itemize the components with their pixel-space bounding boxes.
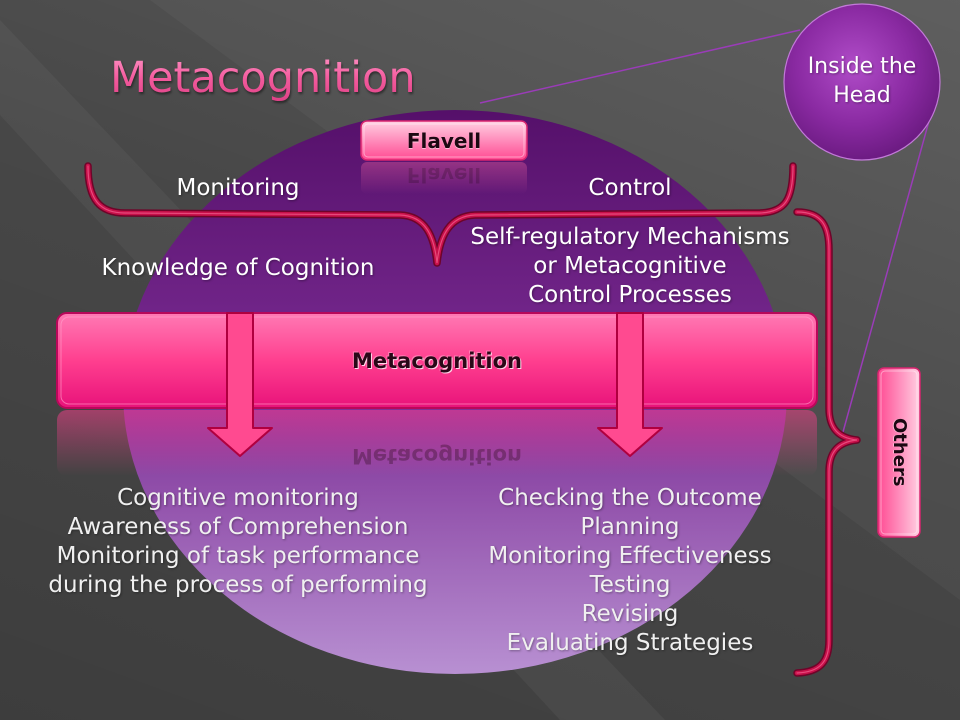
slide-title: Metacognition bbox=[110, 50, 416, 106]
monitoring-detail-line: Awareness of Comprehension bbox=[67, 514, 409, 540]
monitoring-detail-line: during the process of performing bbox=[48, 572, 428, 598]
center-bar-label: Metacognition bbox=[351, 349, 523, 373]
side-brace bbox=[793, 208, 861, 677]
monitoring-details: Cognitive monitoring Awareness of Compre… bbox=[38, 484, 438, 600]
down-arrow-left-icon bbox=[207, 312, 273, 457]
down-arrow-right-icon bbox=[597, 312, 663, 457]
callout-line-bottom bbox=[842, 120, 930, 433]
monitoring-detail-line: Cognitive monitoring bbox=[117, 485, 359, 511]
others-box bbox=[877, 367, 921, 538]
top-brace bbox=[84, 162, 797, 267]
control-processes-text: Self-regulatory Mechanisms or Metacognit… bbox=[430, 223, 830, 310]
inside-head-circle bbox=[783, 3, 941, 161]
flavell-box-reflection bbox=[361, 162, 527, 194]
inside-head-label: Inside the Head bbox=[787, 52, 937, 110]
control-details: Checking the Outcome Planning Monitoring… bbox=[430, 484, 830, 658]
flavell-label: Flavell bbox=[406, 129, 482, 153]
control-detail-line: Planning bbox=[580, 514, 680, 540]
callout-line-top bbox=[479, 29, 801, 104]
knowledge-of-cognition-label: Knowledge of Cognition bbox=[101, 255, 375, 281]
flavell-box bbox=[360, 120, 528, 161]
control-detail-line: Monitoring Effectiveness bbox=[488, 543, 772, 569]
control-detail-line: Testing bbox=[589, 572, 671, 598]
center-bar-label-reflection: Metacognition bbox=[351, 444, 523, 468]
monitoring-detail-line: Monitoring of task performance bbox=[56, 543, 420, 569]
inside-head-line: Head bbox=[833, 83, 891, 108]
control-label: Control bbox=[588, 175, 672, 201]
control-processes-line: Control Processes bbox=[528, 282, 732, 308]
control-detail-line: Checking the Outcome bbox=[498, 485, 762, 511]
control-processes-line: or Metacognitive bbox=[533, 253, 727, 279]
control-detail-line: Evaluating Strategies bbox=[506, 630, 754, 656]
control-processes-line: Self-regulatory Mechanisms bbox=[470, 224, 790, 250]
others-label: Others bbox=[889, 418, 910, 487]
monitoring-label: Monitoring bbox=[176, 175, 300, 201]
control-detail-line: Revising bbox=[581, 601, 679, 627]
inside-head-line: Inside the bbox=[807, 54, 917, 79]
